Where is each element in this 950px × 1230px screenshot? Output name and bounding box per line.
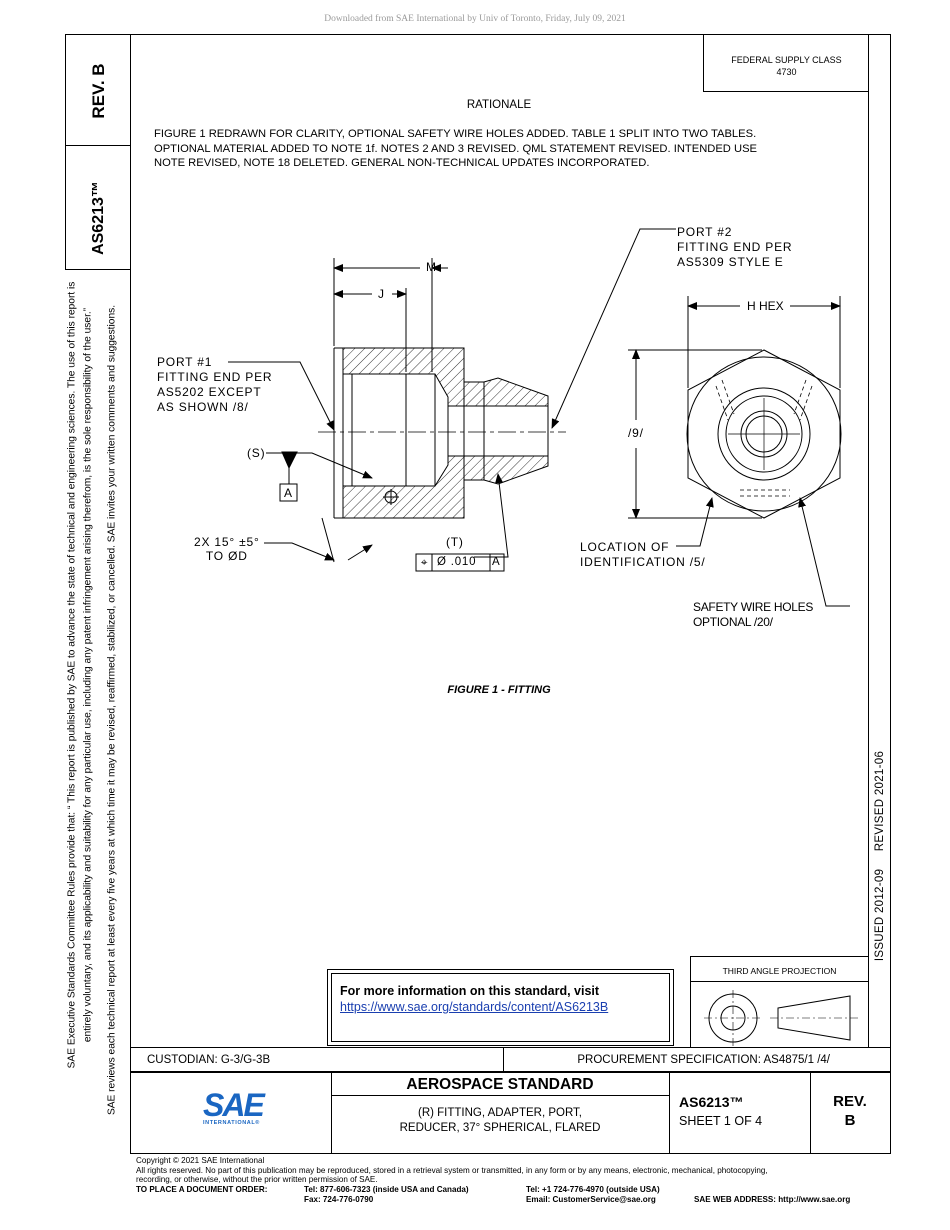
- location-label: LOCATION OF IDENTIFICATION /5/: [580, 540, 706, 570]
- label-line: OPTIONAL /20/: [693, 615, 773, 629]
- port1-label: PORT #1 FITTING END PER AS5202 EXCEPT AS…: [157, 355, 272, 415]
- label-line: SAFETY WIRE HOLES: [693, 600, 814, 614]
- custodian: CUSTODIAN: G-3/G-3B: [147, 1054, 271, 1066]
- tel-outside: Tel: +1 724-776-4970 (outside USA): [526, 1184, 660, 1194]
- surface-t: (T): [446, 535, 464, 549]
- sae-logo: SAE INTERNATIONAL®: [203, 1087, 265, 1126]
- hex-outline: [687, 349, 841, 519]
- label-line: 2X 15° ±5°: [194, 535, 260, 549]
- label-line: TO ØD: [205, 549, 248, 563]
- rev-value: B: [844, 1112, 856, 1129]
- title-line: (R) FITTING, ADAPTER, PORT,: [418, 1107, 582, 1119]
- custodian-row: CUSTODIAN: G-3/G-3B PROCUREMENT SPECIFIC…: [130, 1047, 891, 1073]
- label-line: LOCATION OF: [580, 540, 670, 554]
- email: Email: CustomerService@sae.org: [526, 1194, 656, 1204]
- hex-label: H HEX: [747, 299, 784, 313]
- rationale-title: RATIONALE: [466, 99, 532, 111]
- rationale-line: OPTIONAL MATERIAL ADDED TO NOTE 1f. NOTE…: [154, 142, 757, 155]
- label-line: AS5202 EXCEPT: [157, 385, 262, 399]
- rationale-line: FIGURE 1 REDRAWN FOR CLARITY, OPTIONAL S…: [154, 128, 757, 140]
- revision: REV. B: [810, 1092, 890, 1130]
- drawing-frame: [130, 34, 891, 1072]
- fsc-value: 4730: [776, 67, 797, 77]
- right-strip: [868, 34, 892, 1048]
- position-icon: ⌖: [420, 555, 429, 569]
- document-title: (R) FITTING, ADAPTER, PORT, REDUCER, 37°…: [331, 1106, 669, 1136]
- label-line: FITTING END PER: [157, 370, 273, 384]
- procurement-spec: PROCUREMENT SPECIFICATION: AS4875/1 /4/: [577, 1054, 830, 1066]
- countersink-label: 2X 15° ±5° TO ØD: [194, 535, 260, 563]
- sae-logo-text: SAE: [203, 1087, 265, 1123]
- info-title: For more information on this standard, v…: [340, 984, 600, 998]
- label-line: PORT #1: [157, 355, 213, 369]
- rights-line: All rights reserved. No part of this pub…: [136, 1165, 768, 1175]
- download-note: Downloaded from SAE International by Uni…: [324, 14, 626, 24]
- third-angle-label: THIRD ANGLE PROJECTION: [722, 966, 837, 976]
- label-line: PORT #2: [677, 225, 733, 239]
- surface-s: (S): [247, 446, 266, 460]
- dim-j: J: [378, 287, 385, 301]
- footer: Copyright © 2021 SAE International All r…: [136, 1156, 896, 1205]
- dim-9: /9/: [628, 426, 644, 440]
- rationale-body: FIGURE 1 REDRAWN FOR CLARITY, OPTIONAL S…: [154, 127, 854, 171]
- datum-a: A: [284, 486, 293, 500]
- sae-logo-sub: INTERNATIONAL®: [203, 1120, 260, 1126]
- section-upper-wall: [334, 347, 549, 407]
- standard-link[interactable]: https://www.sae.org/standards/content/AS…: [340, 1000, 609, 1014]
- sheet-number: SHEET 1 OF 4: [679, 1114, 763, 1128]
- aerospace-standard: AEROSPACE STANDARD: [406, 1076, 594, 1093]
- third-angle-projection: THIRD ANGLE PROJECTION: [690, 956, 868, 1048]
- label-line: AS5309 STYLE E: [677, 255, 784, 269]
- fcf-tolerance: Ø .010: [437, 556, 477, 568]
- dim-m: M: [426, 260, 437, 274]
- safety-label: SAFETY WIRE HOLES OPTIONAL /20/: [693, 600, 813, 630]
- order-label: TO PLACE A DOCUMENT ORDER:: [136, 1184, 268, 1194]
- copyright: Copyright © 2021 SAE International: [136, 1156, 265, 1165]
- label-line: AS SHOWN /8/: [157, 400, 249, 414]
- web-address: SAE WEB ADDRESS: http://www.sae.org: [694, 1194, 851, 1204]
- federal-supply-class: FEDERAL SUPPLY CLASS 4730: [703, 34, 869, 92]
- title-line: REDUCER, 37° SPHERICAL, FLARED: [399, 1122, 601, 1134]
- label-line: FITTING END PER: [677, 240, 793, 254]
- rev-label: REV.: [833, 1093, 867, 1110]
- fax: Fax: 724-776-0790: [304, 1194, 374, 1204]
- rationale-line: NOTE REVISED, NOTE 18 DELETED. GENERAL N…: [154, 157, 650, 169]
- doc-number: AS6213™: [679, 1094, 744, 1110]
- info-box: For more information on this standard, v…: [327, 969, 674, 1046]
- rights-line: recording, or otherwise, without the pri…: [136, 1175, 378, 1185]
- fcf-datum: A: [492, 556, 501, 568]
- section-lower-wall: [334, 455, 549, 519]
- tel-inside: Tel: 877-606-7323 (inside USA and Canada…: [304, 1184, 469, 1194]
- label-line: IDENTIFICATION /5/: [580, 555, 706, 569]
- title-block: SAE INTERNATIONAL® AEROSPACE STANDARD (R…: [130, 1072, 891, 1154]
- port2-label: PORT #2 FITTING END PER AS5309 STYLE E: [677, 225, 792, 270]
- figure-caption: FIGURE 1 - FITTING: [447, 684, 551, 696]
- fsc-label: FEDERAL SUPPLY CLASS: [731, 55, 842, 65]
